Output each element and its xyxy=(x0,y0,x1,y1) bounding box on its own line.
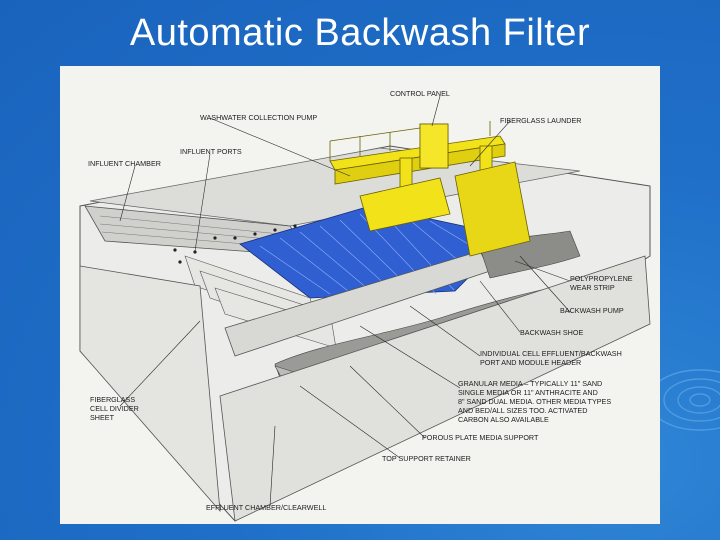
slide-title: Automatic Backwash Filter xyxy=(129,12,591,54)
label-influent-ports: INFLUENT PORTS xyxy=(180,147,242,156)
label-backwash-pump: BACKWASH PUMP xyxy=(560,306,624,315)
label-washwater-pump: WASHWATER COLLECTION PUMP xyxy=(200,113,317,122)
label-polypropylene-1: POLYPROPYLENE xyxy=(570,274,633,283)
label-control-panel: CONTROL PANEL xyxy=(390,89,450,98)
basin-far-wall xyxy=(89,147,581,227)
control-panel-box xyxy=(419,123,449,169)
label-media-3: 8" SAND DUAL MEDIA. OTHER MEDIA TYPES xyxy=(458,397,611,406)
label-influent-chamber: INFLUENT CHAMBER xyxy=(88,159,161,168)
label-cell-divider-2: CELL DIVIDER xyxy=(90,404,139,413)
leader-lines xyxy=(119,95,571,507)
label-top-retainer: TOP SUPPORT RETAINER xyxy=(382,454,471,463)
label-polypropylene-2: WEAR STRIP xyxy=(570,283,615,292)
label-effluent-port-2: PORT AND MODULE HEADER xyxy=(480,358,581,367)
label-media-5: CARBON ALSO AVAILABLE xyxy=(458,415,549,424)
label-backwash-shoe: BACKWASH SHOE xyxy=(520,328,583,337)
label-effluent-chamber: EFFLUENT CHAMBER/CLEARWELL xyxy=(206,503,326,512)
label-porous-plate: POROUS PLATE MEDIA SUPPORT xyxy=(422,433,539,442)
label-cell-divider-1: FIBERGLASS xyxy=(90,395,135,404)
left-front-wall xyxy=(79,265,221,513)
influent-port-dots xyxy=(173,224,297,264)
label-media-2: SINGLE MEDIA OR 11" ANTHRACITE AND xyxy=(458,388,598,397)
label-cell-divider-3: SHEET xyxy=(90,413,115,422)
label-effluent-port-1: INDIVIDUAL CELL EFFLUENT/BACKWASH xyxy=(480,349,622,358)
filter-diagram: CONTROL PANEL WASHWATER COLLECTION PUMP … xyxy=(60,66,660,524)
label-media-1: GRANULAR MEDIA – TYPICALLY 11" SAND xyxy=(458,379,602,388)
filter-illustration: CONTROL PANEL WASHWATER COLLECTION PUMP … xyxy=(79,89,651,522)
effluent-chamber-floor xyxy=(219,255,651,522)
label-fiberglass-launder: FIBERGLASS LAUNDER xyxy=(500,116,581,125)
label-media-4: AND BED/ALL SIZES TOO. ACTIVATED xyxy=(458,406,587,415)
